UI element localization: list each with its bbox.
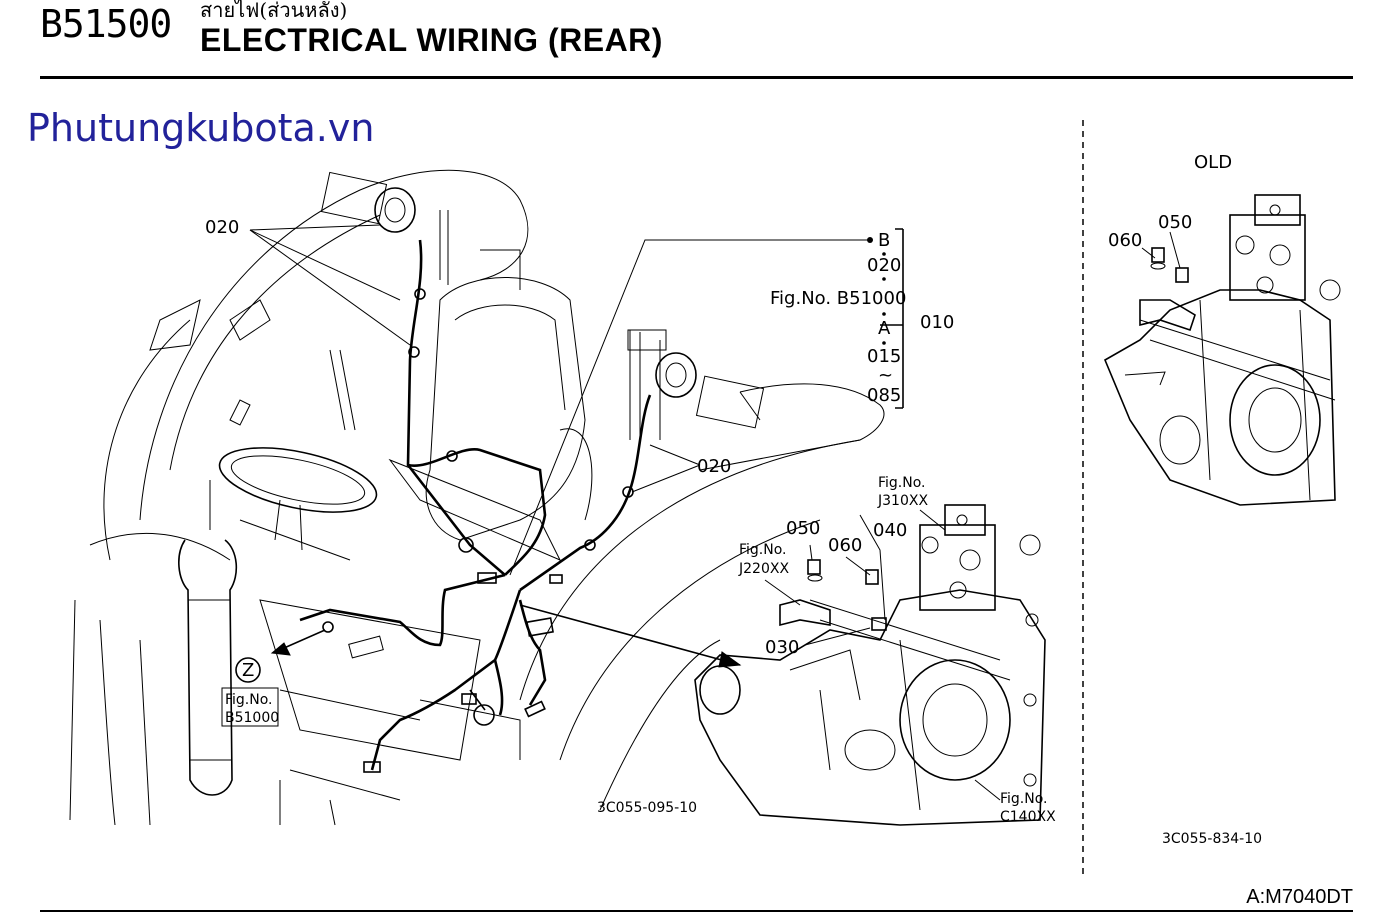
callout-030: 030 [765, 637, 799, 658]
watermark: Phutungkubota.vn [27, 106, 375, 150]
inset-callout-050: 050 [1158, 212, 1192, 233]
callout-020-list: 020 [867, 255, 901, 276]
callout-020-right: 020 [697, 456, 731, 477]
footer-rule [40, 910, 1353, 912]
callout-060: 060 [828, 535, 862, 556]
callout-ref-z: Z [242, 660, 254, 681]
callout-015: 015 [867, 346, 901, 367]
inset-callout-060: 060 [1108, 230, 1142, 251]
drawing-number-main: 3C055-095-10 [597, 800, 697, 816]
callout-tilde: ~ [878, 365, 893, 386]
old-inset-drawing [1103, 194, 1341, 506]
callout-050: 050 [786, 518, 820, 539]
callout-labels: 020 B 020 Fig.No. B51000 A 015 ~ 085 010… [205, 152, 1262, 847]
callout-fig-j310xx-1: Fig.No. [878, 475, 926, 491]
inset-label-old: OLD [1194, 152, 1232, 173]
callout-fig-c140xx-2: C140XX [1000, 809, 1056, 825]
callout-020-left: 020 [205, 217, 239, 238]
model-code: A:M7040DT [1246, 886, 1353, 908]
drawing-number-inset: 3C055-834-10 [1162, 831, 1262, 847]
callout-ref-b: B [878, 230, 890, 251]
callout-fig-z-2: B51000 [225, 710, 279, 726]
wiring-harness [299, 239, 652, 773]
title-thai: สายไฟ(ส่วนหลัง) [200, 0, 348, 22]
callout-fig-z-1: Fig.No. [225, 692, 273, 708]
tractor-drawing [69, 169, 885, 826]
callout-fig-j310xx-2: J310XX [877, 493, 928, 509]
callout-ref-a: A [878, 318, 891, 339]
callout-040: 040 [873, 520, 907, 541]
callout-085: 085 [867, 385, 901, 406]
callout-010: 010 [920, 312, 954, 333]
page-title: ELECTRICAL WIRING (REAR) [200, 22, 663, 58]
transmission-housing [694, 504, 1046, 826]
callout-fig-j220xx-2: J220XX [738, 561, 789, 577]
callout-fig-b51000: Fig.No. B51000 [770, 288, 906, 309]
leader-lines [221, 224, 1001, 801]
header-rule [40, 76, 1353, 79]
page-code: B51500 [40, 2, 172, 46]
callout-fig-j220xx-1: Fig.No. [739, 542, 787, 558]
callout-fig-c140xx-1: Fig.No. [1000, 791, 1048, 807]
